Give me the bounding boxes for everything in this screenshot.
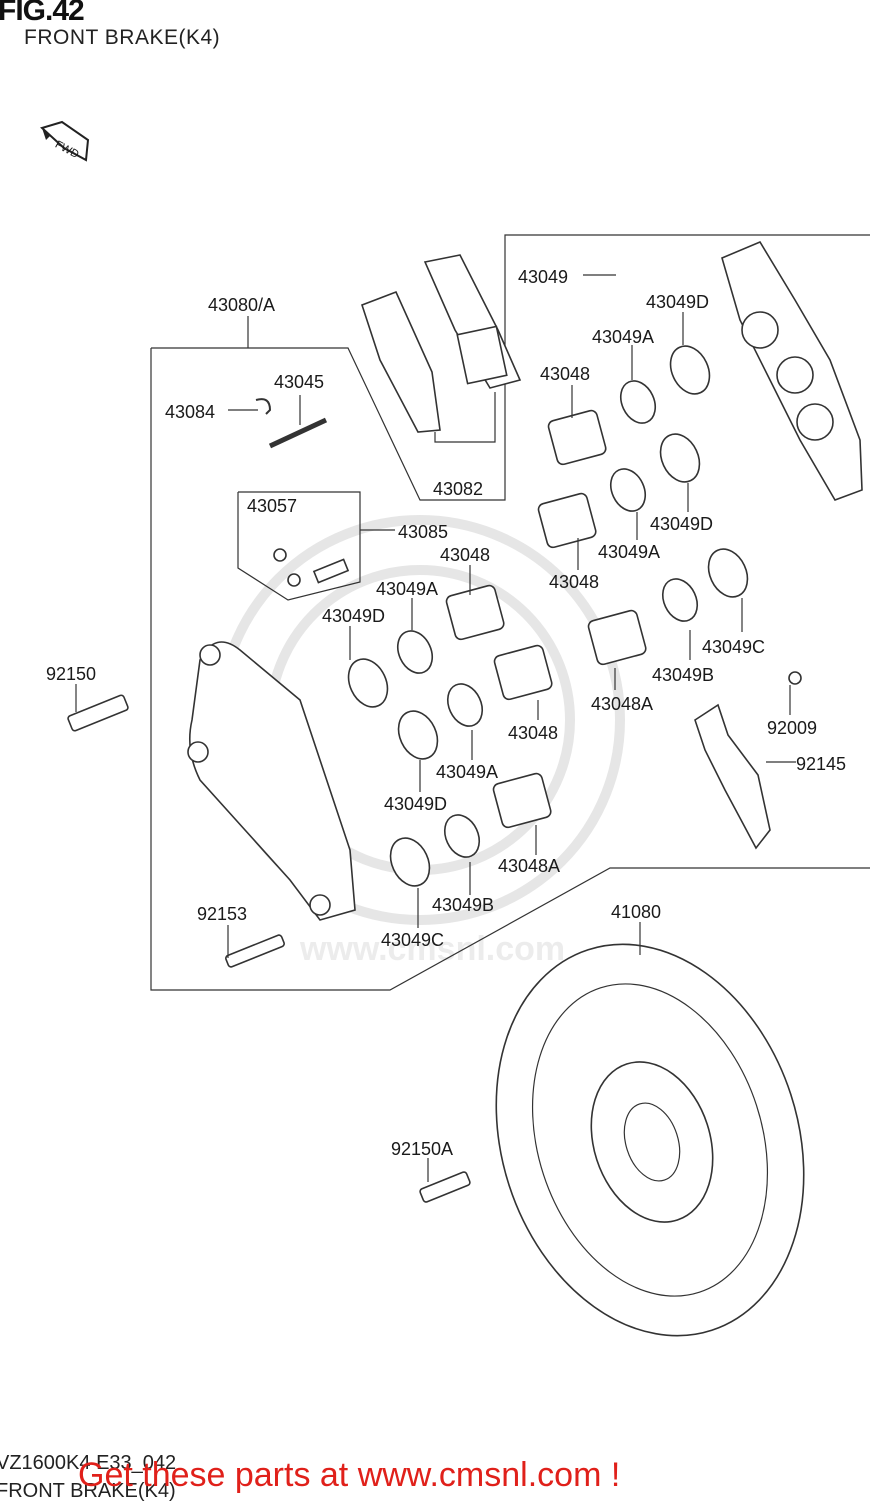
pad-assembly-frame: [151, 234, 870, 501]
leader-lines: [75, 274, 796, 1182]
part-label: 43049A: [376, 579, 438, 599]
get-parts-link[interactable]: Get these parts at www.cmsnl.com !: [78, 1456, 621, 1494]
watermark-text: www.cmsnl.com: [299, 930, 565, 968]
part-label: 43048A: [591, 694, 653, 714]
part-label: 92150A: [391, 1139, 453, 1159]
part-label: 43080/A: [208, 295, 275, 315]
part-label: 43049C: [702, 637, 765, 657]
pistons-and-seals: [347, 345, 749, 887]
part-label: 43049B: [652, 665, 714, 685]
part-label: 43049A: [598, 542, 660, 562]
part-label: 92145: [796, 754, 846, 774]
caliper-half-right: [721, 240, 863, 501]
part-label: 92153: [197, 904, 247, 924]
part-label: 43049B: [432, 895, 494, 915]
part-label: 43049D: [384, 794, 447, 814]
part-label: 43082: [433, 479, 483, 499]
part-label: 43049D: [322, 606, 385, 626]
brake-pads: [361, 254, 522, 433]
part-label: 43049A: [436, 762, 498, 782]
part-label: 92009: [767, 718, 817, 738]
part-label: 43049C: [381, 930, 444, 950]
forward-arrow-icon: FWD: [40, 120, 90, 162]
part-label: 43085: [398, 522, 448, 542]
part-label: 43084: [165, 402, 215, 422]
brake-disc: [495, 943, 805, 1337]
part-label: 43057: [247, 496, 297, 516]
figure-number: FIG.42: [0, 0, 85, 27]
part-label: 43048: [440, 545, 490, 565]
part-label: 43049D: [650, 514, 713, 534]
caliper-body: [187, 641, 356, 921]
part-label: 43049D: [646, 292, 709, 312]
footer-caption: FRONT BRAKE(K4): [0, 1480, 176, 1502]
caliper-assembly-frame: [150, 348, 870, 991]
part-label: 43049A: [592, 327, 654, 347]
bleeder-group-frame: [237, 491, 361, 601]
pad-spring: [694, 703, 771, 850]
fasteners: [67, 398, 802, 1203]
figure-title: FRONT BRAKE(K4): [24, 26, 221, 49]
part-label: 43045: [274, 372, 324, 392]
part-number-callouts: 43080/A 43045 43084 43082 43049 43049D 4…: [46, 267, 846, 1159]
part-label: 43048A: [498, 856, 560, 876]
part-label: 43049: [518, 267, 568, 287]
part-label: 43048: [540, 364, 590, 384]
part-label: 43048: [508, 723, 558, 743]
part-label: 92150: [46, 664, 96, 684]
part-label: 41080: [611, 902, 661, 922]
drawing-code: VZ1600K4 E33_042: [0, 1452, 177, 1474]
part-label: 43048: [549, 572, 599, 592]
